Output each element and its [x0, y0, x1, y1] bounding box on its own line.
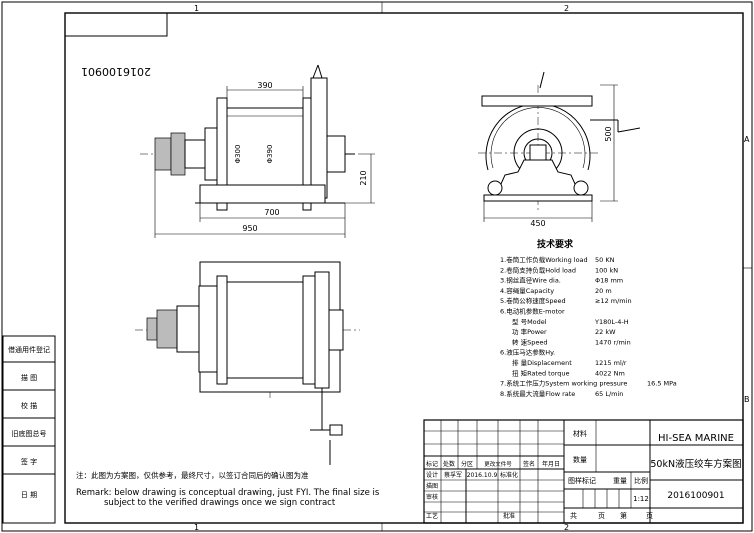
drawing-number-stamp: 2016100901 — [81, 65, 151, 78]
strip-label-date: 日 期 — [21, 491, 37, 499]
dim-drum-length: 390 — [257, 81, 272, 90]
spec-row-value: 22 kW — [595, 328, 616, 336]
tb-scale: 1:12 — [633, 495, 649, 503]
tb-header-mark: 标记 — [426, 460, 438, 468]
spec-row-label: 排 量Displacement — [512, 358, 572, 367]
spec-block: 技术要求 1.卷筒工作负载Working load 50 KN 2.卷筒支持负载Ho… — [500, 238, 677, 398]
tb-design-date: 2016.10.9 — [467, 472, 498, 479]
spec-row-value: 1215 ml/r — [595, 359, 627, 367]
tb-header-sign: 签名 — [523, 460, 535, 468]
zone-marker-top-2: 2 — [564, 4, 569, 13]
spec-row-label: 7.系统工作压力System working pressure — [500, 379, 627, 388]
strip-label-old-number: 旧底图总号 — [12, 429, 47, 438]
zone-marker-b: B — [744, 395, 750, 404]
tb-scale-label: 比例 — [634, 476, 648, 485]
spec-row-value: 65 L/min — [595, 390, 623, 398]
spec-row-value: Φ18 mm — [595, 277, 623, 285]
spec-row-value: 16.5 MPa — [647, 380, 677, 388]
spec-row-label: 8.系统最大流量Flow rate — [500, 389, 575, 398]
spec-row-label: 1.卷筒工作负载Working load — [500, 255, 588, 264]
front-view: 390 Φ300 Φ390 210 700 950 — [140, 64, 375, 238]
tb-header-change-doc: 更改文件号 — [484, 460, 512, 468]
strip-label-check-trace: 校 描 — [21, 401, 37, 410]
side-view: 450 500 — [478, 71, 641, 228]
spec-row-label: 5.卷筒公称速度Speed — [500, 296, 566, 305]
tb-approved-label: 批准 — [503, 512, 515, 520]
spec-row-value: 50 KN — [595, 256, 615, 264]
tb-header-zone: 分区 — [461, 460, 473, 468]
dim-shaft-height: 210 — [359, 170, 368, 185]
dim-overall-length: 950 — [242, 224, 257, 233]
tb-header-date: 年月日 — [542, 460, 560, 468]
remark-cn: 注：此图为方案图，仅供参考，最终尺寸，以签订合同后的确认图为准 — [76, 470, 309, 480]
dim-base-length: 700 — [264, 208, 279, 217]
tb-drawing-no: 2016100901 — [667, 491, 724, 501]
tb-company: HI-SEA MARINE — [658, 433, 734, 444]
remark-en-line2: subject to the verified drawings once we… — [104, 498, 336, 508]
spec-row-label: 6.电动机参数E-motor — [500, 307, 565, 316]
spec-title: 技术要求 — [537, 238, 574, 250]
tb-standardize-label: 标准化 — [500, 471, 518, 479]
tb-material-label: 材料 — [573, 429, 587, 438]
spec-row-label: 6.液压马达参数Hy. — [500, 348, 555, 357]
dim-end-height: 500 — [604, 126, 613, 141]
tb-process-label: 工艺 — [426, 512, 438, 520]
spec-row-value: 4022 Nm — [595, 369, 625, 377]
tb-weight-label: 重量 — [613, 477, 627, 485]
tb-sheet-total: 共 — [570, 511, 577, 520]
left-strip: 借通用件登记 描 图 校 描 旧底图总号 签 字 日 期 — [2, 335, 56, 524]
tb-drawing-title: 50kN液压绞车方案图 — [650, 458, 741, 470]
tb-quantity-label: 数量 — [573, 455, 587, 464]
spec-row-value: Y180L-4-H — [594, 318, 629, 326]
tb-header-count: 处数 — [443, 460, 455, 468]
tb-designer: 蔡孚军 — [444, 471, 462, 479]
spec-row-label: 型 号Model — [512, 317, 547, 326]
strip-label-register: 借通用件登记 — [8, 345, 50, 354]
dim-drum-dia-left: Φ300 — [234, 145, 242, 164]
strip-label-trace: 描 图 — [21, 373, 37, 382]
strip-label-signature: 签 字 — [21, 457, 37, 466]
spec-row-value: 1470 r/min — [595, 338, 631, 346]
spec-row-label: 功 率Power — [512, 327, 547, 336]
spec-row-label: 转 速Speed — [512, 337, 547, 346]
tb-sheet-no: 第 — [620, 511, 627, 520]
tb-checked-label: 审核 — [426, 493, 438, 501]
spec-row-value: ≥12 m/min — [595, 297, 632, 305]
spec-row-value: 20 m — [595, 287, 612, 295]
plan-view — [135, 261, 360, 465]
title-block: 材料 HI-SEA MARINE 数量 50kN液压绞车方案图 图样标记 重量 … — [423, 419, 744, 524]
dim-drum-dia-right: Φ390 — [266, 145, 274, 164]
tb-design-label: 设计 — [426, 471, 438, 479]
zone-marker-top-1: 1 — [194, 4, 199, 13]
tb-stage-label: 图样标记 — [568, 476, 596, 485]
spec-row-label: 2.卷筒支持负载Hold load — [500, 265, 576, 274]
zone-marker-a: A — [744, 135, 750, 144]
spec-row-label: 4.容绳量Capacity — [500, 286, 554, 295]
tb-sheet-unit2: 页 — [646, 512, 653, 520]
zone-marker-bottom-1: 1 — [194, 523, 199, 532]
tb-sheet-unit1: 页 — [598, 512, 605, 520]
zone-marker-bottom-2: 2 — [564, 523, 569, 532]
spec-row-label: 3.钢丝直径Wire dia. — [500, 276, 561, 285]
stamp-box — [64, 12, 168, 37]
remark-en-line1: Remark: below drawing is conceptual draw… — [76, 488, 380, 498]
drawing-frame — [64, 12, 744, 524]
dim-end-width: 450 — [530, 219, 545, 228]
spec-row-value: 100 kN — [595, 266, 618, 274]
tb-drawn-label: 描图 — [426, 482, 438, 490]
spec-row-label: 扭 矩Rated torque — [512, 368, 570, 377]
